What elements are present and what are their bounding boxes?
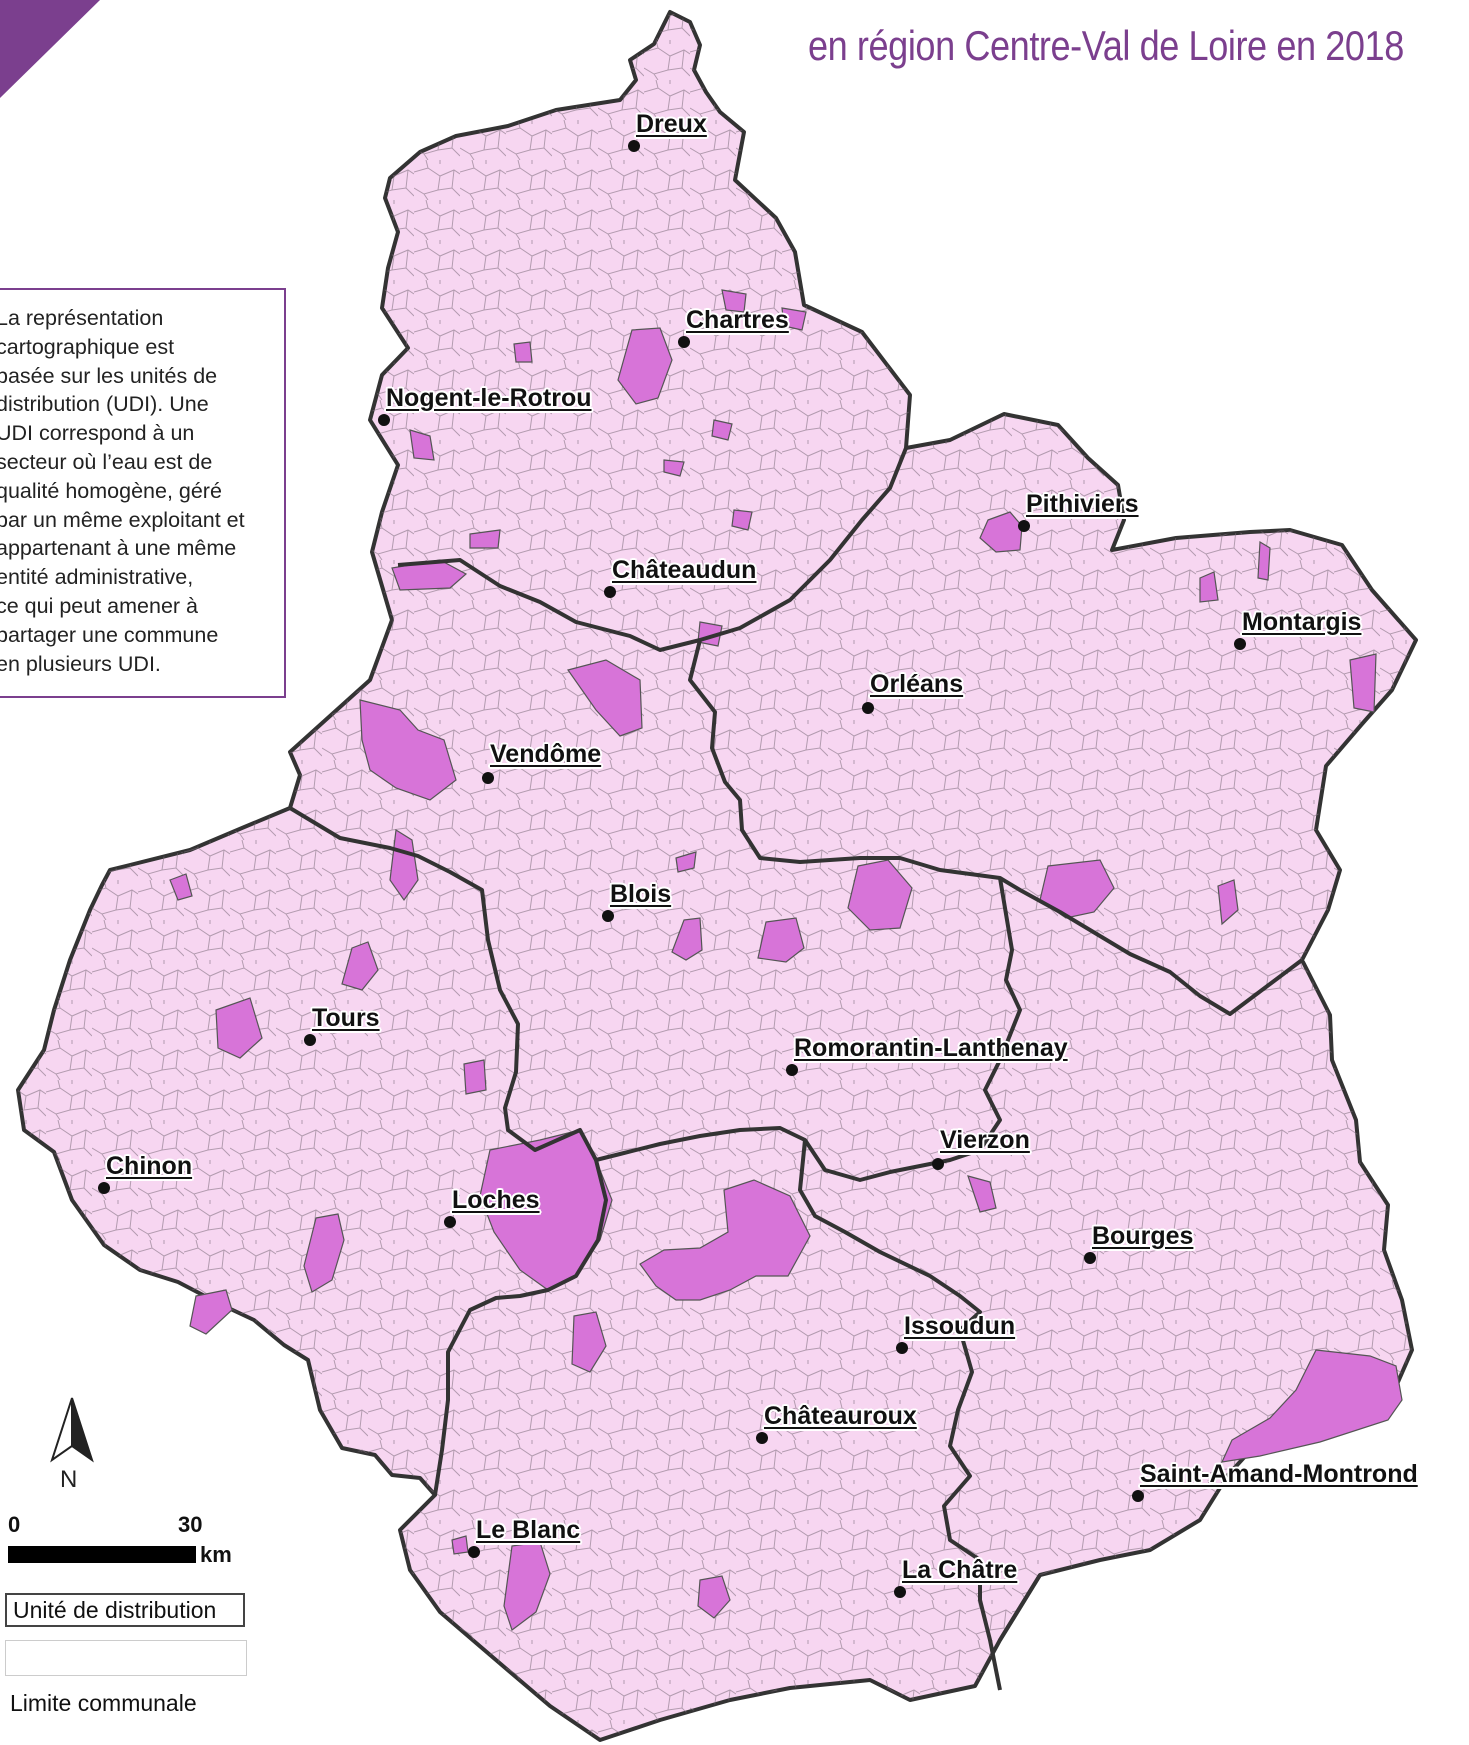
north-label: N xyxy=(60,1466,78,1493)
scale-bar xyxy=(8,1546,196,1563)
city-marker xyxy=(786,1064,798,1076)
city-label: Pithiviers xyxy=(1026,490,1139,518)
city-marker xyxy=(378,414,390,426)
city-marker xyxy=(1018,520,1030,532)
scale-end: 30 xyxy=(178,1512,203,1537)
city-label: Bourges xyxy=(1092,1222,1194,1250)
map-title: en région Centre-Val de Loire en 2018 xyxy=(808,22,1404,69)
highlighted-udi-areas xyxy=(169,289,1403,1631)
legend-swatch xyxy=(5,1640,247,1676)
city-label: Nogent-le-Rotrou xyxy=(386,384,592,412)
city-label: Le Blanc xyxy=(476,1516,581,1544)
city-label: Chinon xyxy=(106,1152,193,1180)
city-label: Tours xyxy=(312,1004,380,1032)
city-label: Issoudun xyxy=(904,1312,1016,1340)
city-label: Saint-Amand-Montrond xyxy=(1140,1460,1418,1488)
city-marker xyxy=(678,336,690,348)
city-label: Dreux xyxy=(636,110,707,138)
city-label: Châteauroux xyxy=(764,1402,917,1430)
department-boundaries xyxy=(288,447,1304,1691)
north-arrow xyxy=(50,1397,94,1463)
city-label: Blois xyxy=(610,880,672,908)
scale-unit: km xyxy=(200,1542,232,1567)
city-marker xyxy=(896,1342,908,1354)
city-marker xyxy=(756,1432,768,1444)
city-marker xyxy=(862,702,874,714)
legend-communal: Limite communale xyxy=(10,1690,197,1716)
city-marker xyxy=(932,1158,944,1170)
city-label: Vierzon xyxy=(940,1126,1030,1154)
city-label: Orléans xyxy=(870,670,964,698)
city-marker xyxy=(604,586,616,598)
corner-decoration xyxy=(0,0,100,98)
legend-udi: Unité de distribution xyxy=(5,1593,245,1627)
city-label: Chartres xyxy=(686,306,789,334)
city-marker xyxy=(1084,1252,1096,1264)
city-marker xyxy=(1234,638,1246,650)
info-text: La représentation cartographique est bas… xyxy=(0,306,245,676)
city-marker xyxy=(1132,1490,1144,1502)
city-marker xyxy=(482,772,494,784)
city-marker xyxy=(444,1216,456,1228)
communal-boundaries xyxy=(18,12,1416,1740)
city-marker xyxy=(894,1586,906,1598)
scale-start: 0 xyxy=(8,1512,21,1537)
city-label: Montargis xyxy=(1242,608,1362,636)
city-marker xyxy=(602,910,614,922)
city-marker xyxy=(304,1034,316,1046)
city-marker xyxy=(628,140,640,152)
city-markers xyxy=(98,140,1246,1598)
city-label: Romorantin-Lanthenay xyxy=(794,1034,1068,1062)
info-box: La représentation cartographique est bas… xyxy=(0,288,286,698)
city-label: Vendôme xyxy=(490,740,602,768)
city-marker xyxy=(468,1546,480,1558)
city-label: Châteaudun xyxy=(612,556,757,584)
city-marker xyxy=(98,1182,110,1194)
city-label: Loches xyxy=(452,1186,540,1214)
city-label: La Châtre xyxy=(902,1556,1018,1584)
